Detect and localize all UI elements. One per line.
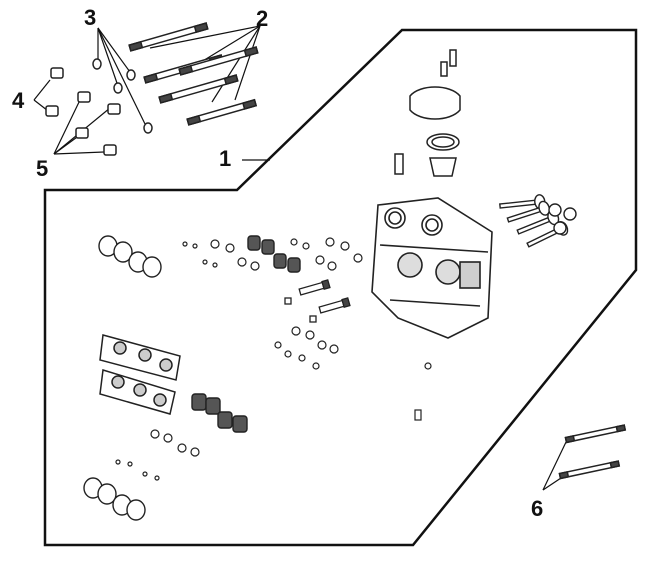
washers	[92, 58, 153, 134]
valve-springs-lower	[191, 393, 248, 433]
thermostat-parts	[394, 49, 461, 177]
cylinder-head	[371, 197, 493, 339]
nuts	[45, 67, 121, 156]
long-studs	[558, 424, 627, 480]
spark-plug-parts	[284, 279, 351, 323]
assembly-1-boundary	[43, 28, 638, 547]
callout-2: 2	[256, 6, 269, 31]
callout-5: 5	[36, 156, 49, 181]
callout-6: 6	[531, 496, 544, 521]
callout-3: 3	[84, 5, 97, 30]
small-parts-upper	[182, 237, 363, 271]
valves	[499, 194, 577, 248]
valve-springs-upper	[247, 235, 301, 273]
small-parts-lower	[274, 326, 432, 421]
tappets-lower	[83, 477, 146, 521]
callout-1: 1	[219, 146, 232, 171]
camshafts	[99, 334, 181, 415]
tappets-upper	[98, 235, 162, 278]
stud-bolts	[128, 22, 259, 126]
callout-4: 4	[12, 88, 25, 113]
retainers-lower	[115, 429, 200, 481]
